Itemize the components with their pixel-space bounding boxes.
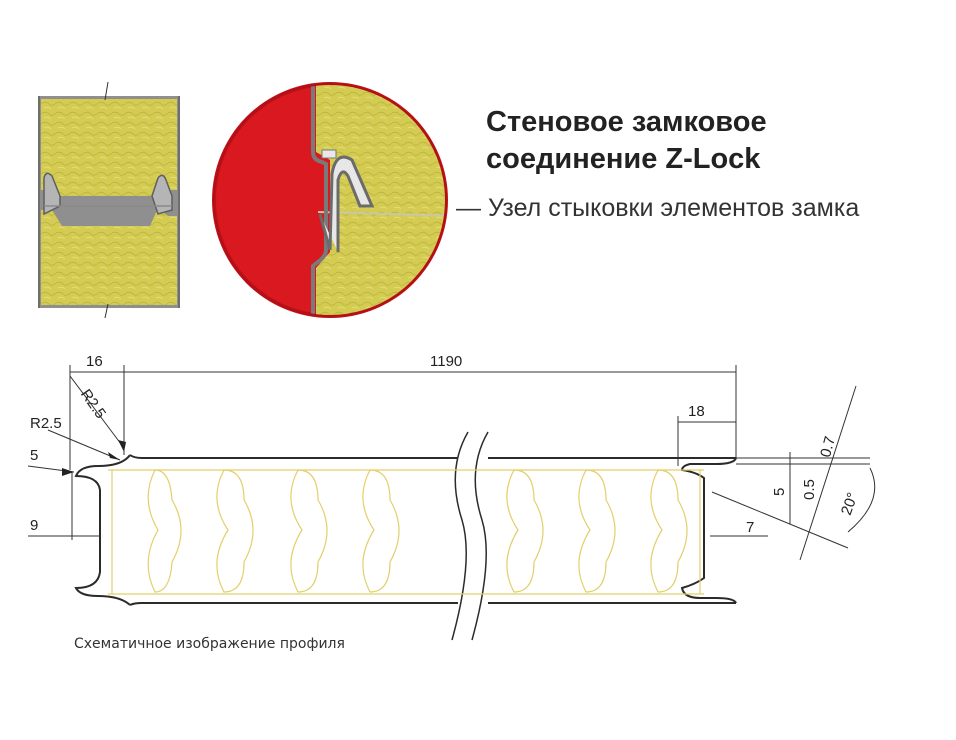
dim-right-five: 5 (771, 488, 788, 496)
title-line-1: Стеновое замковое (486, 106, 767, 138)
dim-right-offset: 18 (688, 403, 705, 420)
dim-left-small: 5 (30, 447, 38, 464)
dim-right-zero-seven: 0.7 (817, 435, 839, 460)
dim-radius-a: R2.5 (77, 386, 109, 422)
profile-caption: Схематичное изображение профиля (74, 636, 345, 652)
dim-left-depth: 9 (30, 517, 38, 534)
panel-profile-drawing (74, 431, 737, 641)
dimension-lines (27, 365, 876, 561)
diagram-subtitle: — Узел стыковки элементов замка (456, 194, 860, 222)
dim-left-offset: 16 (86, 353, 103, 370)
left-lock-hook (43, 172, 61, 216)
dim-radius-b: R2.5 (30, 415, 62, 432)
title-line-2: соединение Z-Lock (486, 143, 761, 175)
dim-panel-width: 1190 (430, 353, 462, 370)
lower-wool-block (41, 208, 177, 305)
magnified-lock-circle (212, 82, 448, 318)
dim-right-depth: 7 (746, 519, 754, 536)
upper-wool-block (41, 99, 177, 196)
diagram-title: Стеновое замковое соединение Z-Lock (486, 104, 767, 178)
z-lock-hook (318, 155, 375, 252)
dim-angle: 20° (838, 490, 862, 517)
wool-lamella-pattern (111, 469, 701, 594)
joint-section-detail (38, 81, 180, 319)
dim-right-zero-five: 0.5 (801, 479, 818, 500)
right-lock-hook (151, 174, 173, 215)
dimension-arrows (62, 440, 126, 476)
